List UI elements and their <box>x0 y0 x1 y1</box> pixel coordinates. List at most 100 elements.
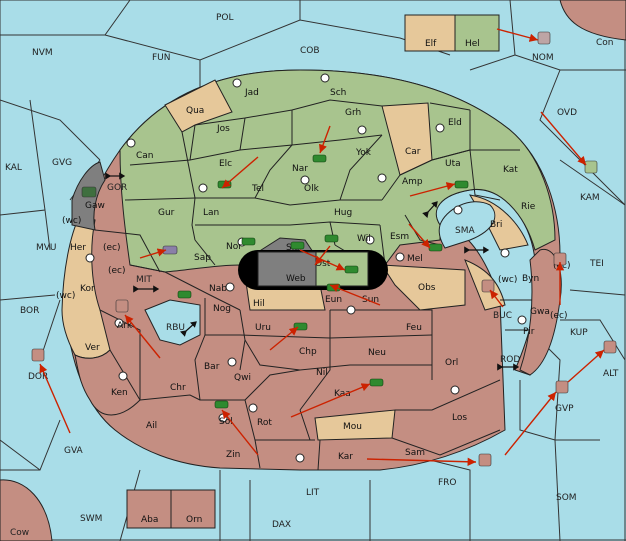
sea-kam: KAM <box>580 193 600 203</box>
prov-lan: Lan <box>203 208 219 218</box>
prov-sun: Sun <box>362 295 379 305</box>
sea-mit: MIT <box>136 275 152 285</box>
sea-fun: FUN <box>152 53 171 63</box>
sea-mvu: MVU <box>36 243 57 253</box>
province-box-hel <box>454 14 500 52</box>
prov-grh: Grh <box>345 108 361 118</box>
sea-dor: DOR <box>28 372 48 382</box>
prov-gaw: Gaw <box>85 201 105 211</box>
prov-orl: Orl <box>445 358 458 368</box>
prov-nab: Nab <box>209 284 227 294</box>
province-box-orn <box>170 489 216 529</box>
supply-centers <box>85 73 527 463</box>
prov-neu: Neu <box>368 348 386 358</box>
prov-eld: Eld <box>448 118 462 128</box>
provinces-layer <box>71 79 535 471</box>
prov-qwi: Qwi <box>234 373 251 383</box>
prov-sch: Sch <box>330 88 346 98</box>
sea-sma: SMA <box>455 226 475 236</box>
sea-swm: SWM <box>80 514 102 524</box>
sea-cow: Cow <box>10 528 29 538</box>
sea-tei: TEI <box>589 259 604 269</box>
sea-ovd: OVD <box>557 108 577 118</box>
sea-labels: POL NVM FUN COB NOM Con OVD KAL GVG GOR … <box>5 13 619 538</box>
prov-wil: Wil <box>357 234 371 244</box>
coast-byn-wc: (wc) <box>498 275 517 285</box>
sea-gvg: GVG <box>52 158 72 168</box>
prov-gwa: Gwa <box>530 307 550 317</box>
prov-kat: Kat <box>503 165 518 175</box>
coast-kor-ec: (ec) <box>108 266 126 276</box>
sea-gor: GOR <box>107 183 127 193</box>
sea-cob: COB <box>300 46 320 56</box>
prov-sap: Sap <box>194 253 211 263</box>
prov-bri: Bri <box>490 220 502 230</box>
order-arrows <box>39 28 605 466</box>
sea-gvp: GVP <box>555 404 574 414</box>
sea-fro: FRO <box>438 478 457 488</box>
prov-eun: Eun <box>325 295 342 305</box>
prov-qua: Qua <box>186 106 204 116</box>
prov-jos: Jos <box>216 124 230 134</box>
sea-buc: BUC <box>493 311 512 321</box>
prov-chr: Chr <box>170 383 186 393</box>
sea-rod: ROD <box>500 355 520 365</box>
prov-ark: Ark <box>117 321 133 331</box>
sea-kup: KUP <box>570 328 588 338</box>
prov-car: Car <box>405 147 421 157</box>
prov-nog: Nog <box>213 304 231 314</box>
sea-som: SOM <box>556 493 577 503</box>
sea-lit: LIT <box>306 488 320 498</box>
prov-aba: Aba <box>141 515 158 525</box>
prov-feu: Feu <box>406 323 422 333</box>
prov-esm: Esm <box>390 232 409 242</box>
prov-can: Can <box>136 151 154 161</box>
prov-tel: Tel <box>251 184 264 194</box>
prov-amp: Amp <box>402 177 423 187</box>
bidirectional-markers <box>105 172 520 371</box>
prov-jad: Jad <box>244 88 259 98</box>
coast-her-ec: (ec) <box>103 243 121 253</box>
sea-rbu: RBU <box>166 323 185 333</box>
prov-hil: Hil <box>253 299 265 309</box>
sea-gva: GVA <box>64 446 84 456</box>
prov-kaa: Kaa <box>334 389 351 399</box>
prov-byn: Byn <box>522 274 539 284</box>
sea-bor: BOR <box>20 306 39 316</box>
prov-hel: Hel <box>465 39 480 49</box>
sea-con: Con <box>596 38 614 48</box>
prov-her: Her <box>70 243 86 253</box>
prov-olk: Olk <box>304 184 320 194</box>
sea-dax: DAX <box>272 520 291 530</box>
prov-web: Web <box>286 274 306 284</box>
prov-sol: Sol <box>219 417 233 427</box>
prov-kor: Kor <box>80 284 95 294</box>
prov-gur: Gur <box>158 208 175 218</box>
coast-gaw-wc: (wc) <box>62 216 81 226</box>
prov-ver: Ver <box>85 343 100 353</box>
prov-ken: Ken <box>111 388 128 398</box>
prov-nar: Nar <box>292 164 308 174</box>
prov-nor: Nor <box>226 242 242 252</box>
fleet-units <box>31 31 617 467</box>
sea-kal: KAL <box>5 163 22 173</box>
coast-kor-wc: (wc) <box>56 291 75 301</box>
prov-kar: Kar <box>338 452 353 462</box>
prov-zin: Zin <box>226 450 240 460</box>
province-box-aba <box>126 489 172 529</box>
prov-rot: Rot <box>257 418 272 428</box>
prov-uru: Uru <box>255 323 271 333</box>
sea-nvm: NVM <box>32 48 53 58</box>
prov-obs: Obs <box>418 283 436 293</box>
prov-orn: Orn <box>186 515 202 525</box>
prov-chp: Chp <box>299 347 317 357</box>
prov-nil: Nil <box>316 368 328 378</box>
coast-gwa-ec: (ec) <box>550 311 568 321</box>
prov-elf: Elf <box>425 39 437 49</box>
province-labels: Elf Hel Jad Sch Qua Jos Grh Can Elc Nar … <box>70 39 550 525</box>
sea-alt: ALT <box>603 369 619 379</box>
prov-mel: Mel <box>407 254 423 264</box>
prov-rie: Rie <box>521 202 536 212</box>
prov-pir: Pir <box>523 327 535 337</box>
